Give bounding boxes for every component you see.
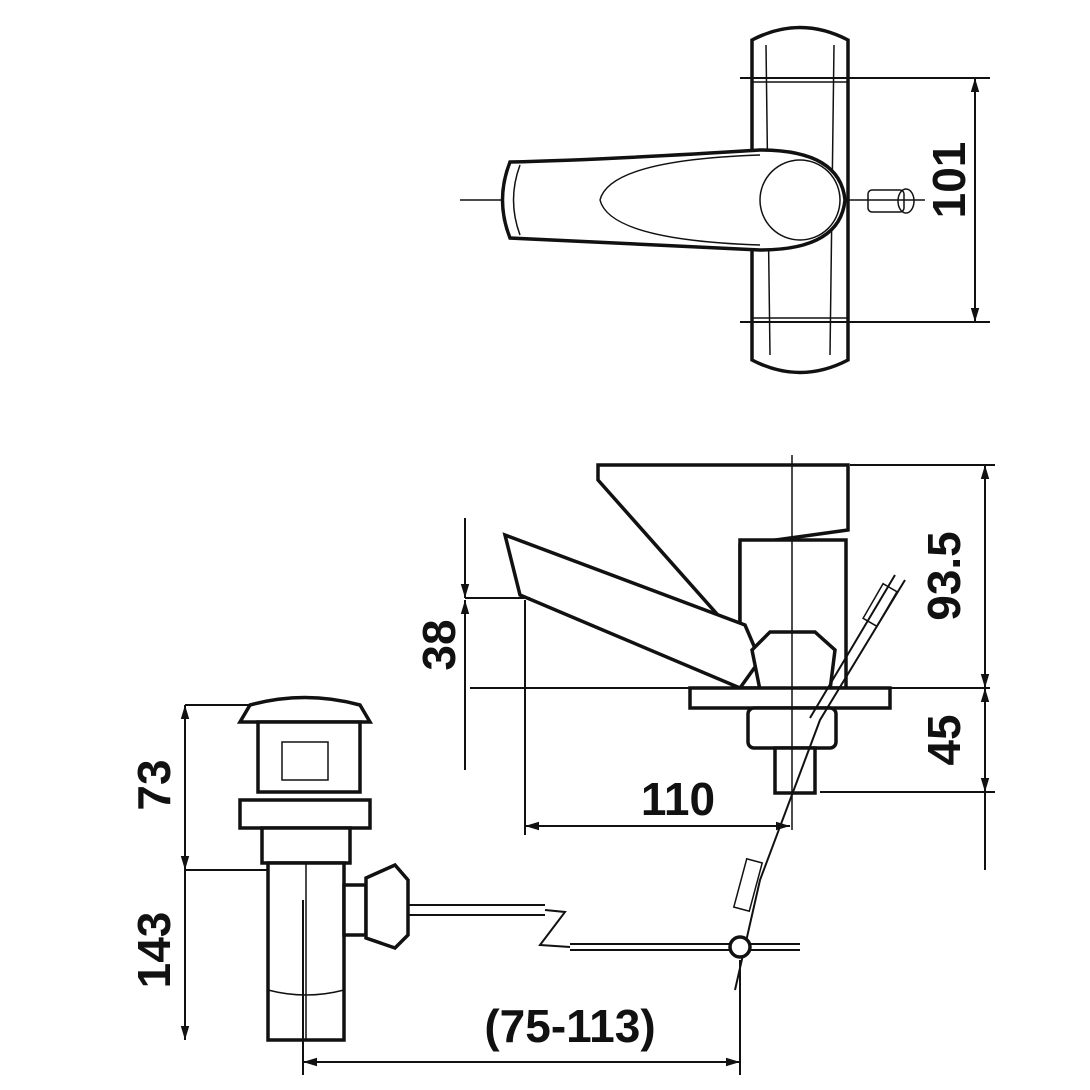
top-view: 101 <box>460 25 990 375</box>
dim-75-113: (75-113) <box>484 1000 655 1052</box>
dim-73: 73 <box>128 759 180 810</box>
dim-143: 143 <box>128 912 180 989</box>
drain-assembly: 73 143 (75-113) <box>128 695 741 1075</box>
dim-110: 110 <box>641 773 715 825</box>
spout-side <box>502 532 762 691</box>
spout-top <box>500 148 847 252</box>
dim-101: 101 <box>923 142 975 219</box>
side-view: 93.5 45 38 110 <box>413 455 995 991</box>
dim-45: 45 <box>918 714 970 765</box>
pin <box>867 189 905 213</box>
dim-93-5: 93.5 <box>918 531 970 621</box>
dim-38: 38 <box>413 619 465 670</box>
